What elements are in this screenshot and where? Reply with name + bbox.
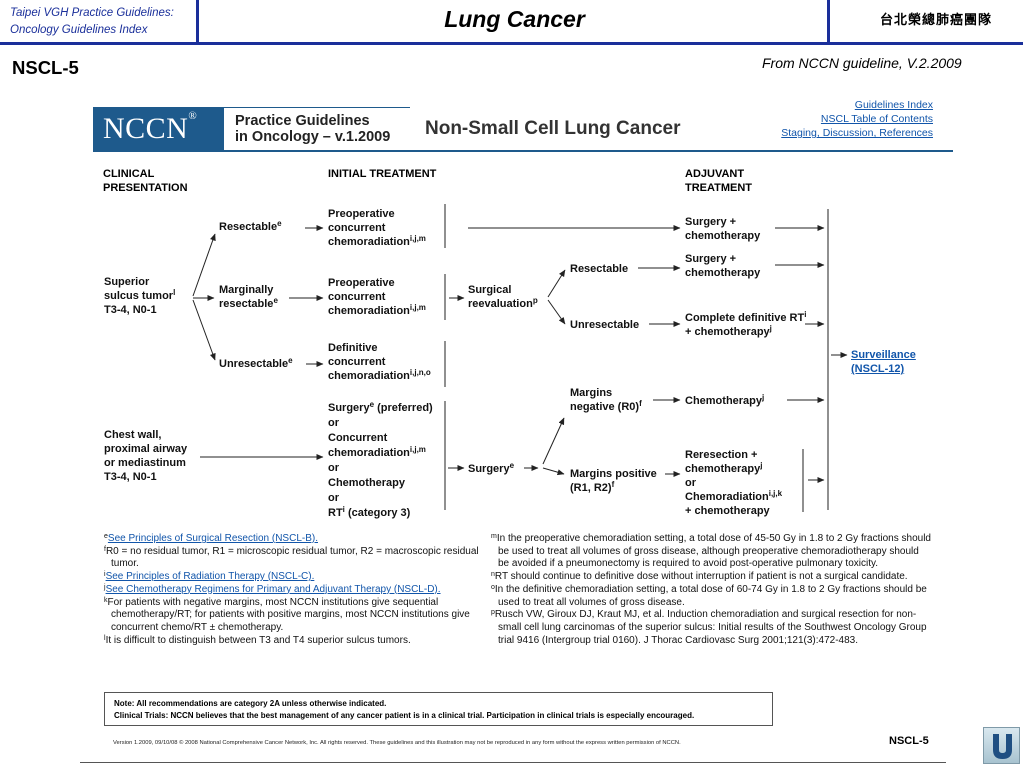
footnote-l: lIt is difficult to distinguish between … <box>104 634 411 646</box>
node-margins-negative: Margins negative (R0)f <box>570 387 642 413</box>
node-adjuvant-surgery-chemo-2: Surgery +chemotherapy <box>685 253 761 279</box>
arrow-to-resectable <box>192 233 216 297</box>
header-title-cell: Lung Cancer <box>202 0 830 42</box>
link-staging-discussion[interactable]: Staging, Discussion, References <box>781 127 933 139</box>
node-chemotherapy: Chemotherapyj <box>685 393 765 408</box>
version-copyright: Version 1.2009, 09/10/08 © 2008 National… <box>113 740 681 746</box>
footnotes-right: mIn the preoperative chemoradiation sett… <box>491 533 931 647</box>
footnote-j: jSee Chemotherapy Regimens for Primary a… <box>104 583 441 595</box>
document-title: Non-Small Cell Lung Cancer <box>425 118 681 139</box>
node-superior-sulcus: Superior sulcus tumorl T3-4, N0-1 <box>104 276 176 316</box>
footnote-i: iSee Principles of Radiation Therapy (NS… <box>104 571 315 583</box>
header-title: Lung Cancer <box>444 6 585 32</box>
slide-code: NSCL-5 <box>12 57 79 78</box>
footer-rule <box>80 762 946 763</box>
note-box: Note: All recommendations are category 2… <box>104 692 773 726</box>
source-note: From NCCN guideline, V.2.2009 <box>762 55 962 71</box>
node-resectable-b: Resectable <box>570 263 629 275</box>
footnote-o: oIn the definitive chemoradiation settin… <box>491 583 927 608</box>
header-left-line2: Oncology Guidelines Index <box>10 24 148 36</box>
node-unresectable: Unresectablee <box>219 356 293 371</box>
header-left-line1: Taipei VGH Practice Guidelines: <box>10 7 174 19</box>
guidelines-index-cell[interactable]: Taipei VGH Practice Guidelines: Oncology… <box>0 0 199 42</box>
node-surgical-reevaluation: Surgical reevaluationp <box>468 284 538 310</box>
node-adjuvant-surgery-chemo-1: Surgery +chemotherapy <box>685 216 761 242</box>
slide-header: Taipei VGH Practice Guidelines: Oncology… <box>0 0 1023 45</box>
banner-rule <box>93 150 953 152</box>
link-table-of-contents[interactable]: NSCL Table of Contents <box>820 113 933 125</box>
link-surgical-resection[interactable]: See Principles of Surgical Resection (NS… <box>107 533 318 544</box>
link-surveillance[interactable]: Surveillance(NSCL-12) <box>851 349 916 375</box>
node-surgery: Surgerye <box>468 461 515 476</box>
return-button[interactable] <box>983 727 1020 764</box>
arrow-to-unresectable <box>192 299 216 361</box>
document-page-code: NSCL-5 <box>889 735 929 747</box>
footnote-p: pRusch VW, Giroux DJ, Kraut MJ, et al. I… <box>491 609 927 646</box>
node-treatment-options: Surgerye (preferred) or Concurrent chemo… <box>328 400 433 520</box>
node-complete-definitive-rt: Complete definitive RTi + chemotherapyj <box>685 310 807 339</box>
footnote-k: kFor patients with negative margins, mos… <box>104 596 470 633</box>
note-line-2: Clinical Trials: NCCN believes that the … <box>114 711 695 720</box>
note-line-1: Note: All recommendations are category 2… <box>114 699 387 708</box>
link-radiation-therapy[interactable]: See Principles of Radiation Therapy (NSC… <box>105 571 315 583</box>
return-u-icon <box>993 734 1012 759</box>
footnotes-left: eSee Principles of Surgical Resection (N… <box>104 533 482 647</box>
link-chemotherapy-regimens[interactable]: See Chemotherapy Regimens for Primary an… <box>105 583 441 595</box>
practice-guidelines-label: Practice Guidelines in Oncology – v.1.20… <box>235 113 391 145</box>
header-team: 台北榮總肺癌團隊 <box>880 13 993 28</box>
node-unresectable-b: Unresectable <box>570 319 640 331</box>
col-header-initial: INITIAL TREATMENT <box>328 168 437 180</box>
footnote-n: nRT should continue to definitive dose w… <box>491 571 908 583</box>
link-guidelines-index[interactable]: Guidelines Index <box>854 99 933 111</box>
node-marginally-resectable: Marginally resectablee <box>219 284 278 310</box>
footnote-m: mIn the preoperative chemoradiation sett… <box>491 533 931 570</box>
node-margins-positive: Margins positive (R1, R2)f <box>570 468 657 494</box>
nccn-logo: NCCN® <box>94 108 224 151</box>
document-links: Guidelines Index NSCL Table of Contents … <box>700 98 933 140</box>
node-chest-wall: Chest wall,proximal airway or mediastinu… <box>104 429 188 483</box>
footnote-e: eSee Principles of Surgical Resection (N… <box>104 533 318 544</box>
node-resectable: Resectablee <box>219 219 282 234</box>
footnote-f: fR0 = no residual tumor, R1 = microscopi… <box>104 545 479 570</box>
node-reresection: Reresection + chemotherapyj or Chemoradi… <box>685 449 783 517</box>
